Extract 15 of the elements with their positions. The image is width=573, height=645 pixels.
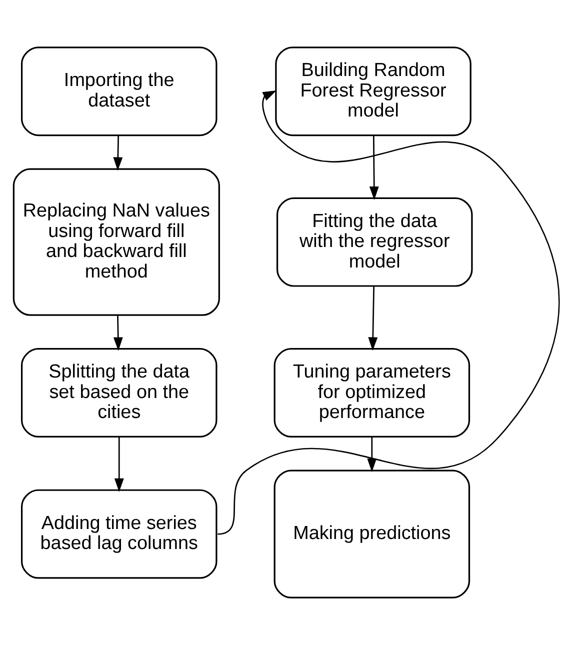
node-box: Building Random Forest Regressor model: [275, 46, 472, 136]
node-box: Making predictions: [274, 470, 470, 598]
arrow: [113, 136, 123, 171]
arrow: [113, 315, 123, 351]
node-box: Fitting the data with the regressor model: [276, 197, 473, 287]
node-box: Adding time series based lag columns: [20, 489, 218, 579]
arrow: [369, 136, 379, 200]
node-box: Importing the dataset: [20, 46, 218, 136]
node-box: Tuning parameters for optimized performance: [274, 348, 470, 438]
arrow: [367, 436, 377, 472]
arrow: [368, 286, 378, 351]
arrow: [114, 436, 124, 492]
arrow: [218, 90, 560, 535]
node-box: Replacing NaN values using forward fill and backward fill method: [12, 168, 220, 316]
node-box: Splitting the data set based on the cities: [20, 348, 218, 438]
